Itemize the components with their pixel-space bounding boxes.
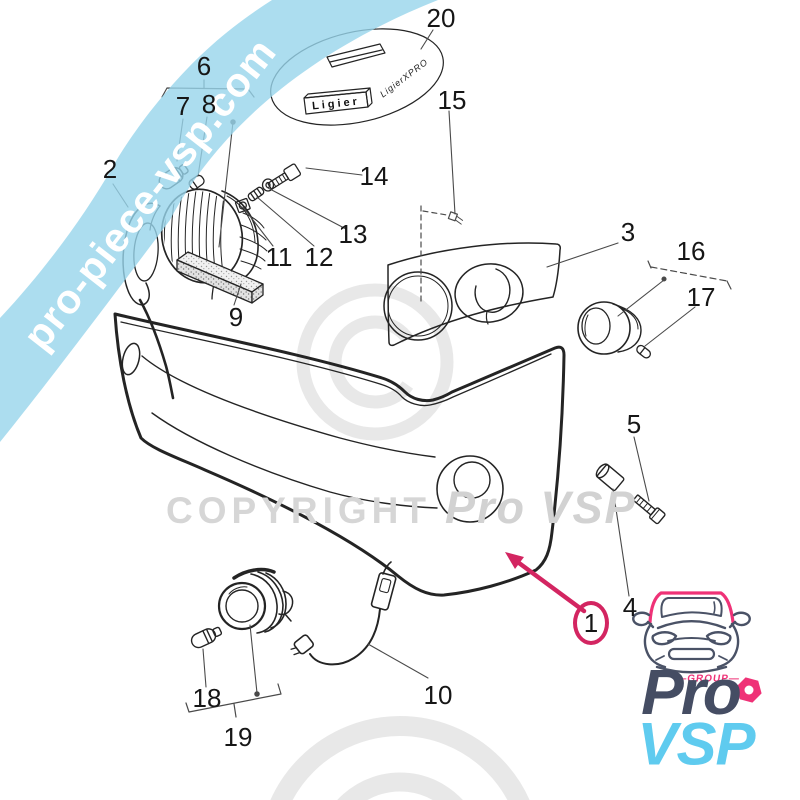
part-label-20: 20 <box>426 3 456 33</box>
part-label-11: 11 <box>265 242 293 272</box>
part-label-17: 17 <box>686 282 716 312</box>
wire-drawing <box>290 561 397 666</box>
bulb-18-drawing <box>190 626 223 649</box>
part-label-10: 10 <box>423 680 453 710</box>
watermark-brand-word: Pro VSP <box>444 482 637 533</box>
site-banner-ribbon <box>0 0 438 442</box>
copyright-icon <box>270 283 530 800</box>
part-label-15: 15 <box>437 85 467 115</box>
part-label-6: 6 <box>196 51 212 81</box>
bumper-drawing <box>113 312 566 597</box>
pointer-arrow <box>505 552 587 614</box>
bulb-holder-drawing <box>577 301 652 359</box>
part-label-8: 8 <box>201 89 217 119</box>
leader-lines <box>112 29 696 697</box>
part-label-2: 2 <box>102 154 118 184</box>
part-label-14: 14 <box>359 161 389 191</box>
watermark-copyright-word: COPYRIGHT <box>166 490 431 531</box>
part-label-4: 4 <box>622 592 638 622</box>
part-label-7: 7 <box>175 91 191 121</box>
fastener-set-drawing <box>234 163 302 214</box>
hex-nut-icon <box>736 677 762 703</box>
part-label-9: 9 <box>228 302 244 332</box>
logo-pro-text: Pro <box>641 656 742 728</box>
watermark-text: COPYRIGHT Pro VSP <box>166 482 637 534</box>
part-label-13: 13 <box>338 219 368 249</box>
base-pad-drawing <box>176 251 264 304</box>
logo-car-drawing <box>632 591 751 674</box>
fog-lamp-drawing <box>190 567 294 649</box>
part-label-3: 3 <box>620 217 636 247</box>
part-1-callout-circle <box>573 601 609 645</box>
headlight-cover-drawing <box>383 242 561 347</box>
part-label-1: 1 <box>583 608 599 638</box>
part-label-5: 5 <box>626 409 642 439</box>
spacer-screw-drawing <box>595 463 666 525</box>
screw-5-drawing <box>632 494 666 525</box>
part-label-12: 12 <box>304 242 334 272</box>
part-label-16: 16 <box>676 236 706 266</box>
part-label-18: 18 <box>192 683 222 713</box>
bolt-14-drawing <box>267 163 302 190</box>
part-label-19: 19 <box>223 722 253 752</box>
logo-vsp-text: VSP <box>637 710 755 778</box>
bulb-17-drawing <box>636 344 652 359</box>
